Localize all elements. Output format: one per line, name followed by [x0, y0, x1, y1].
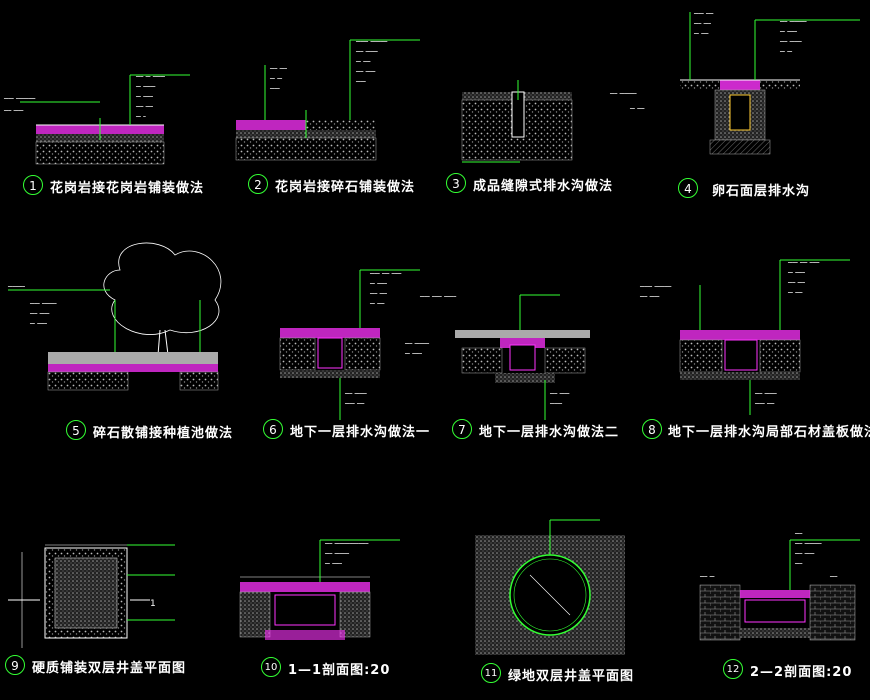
svg-text:━━━━ ━━━ ━━━━: ━━━━ ━━━ ━━━━	[787, 260, 820, 265]
svg-text:━━━━ ━━━━━━━━: ━━━━ ━━━━━━━━	[3, 96, 36, 101]
svg-text:━━━━ ━━━: ━━━━ ━━━	[754, 401, 775, 406]
detail-title-2: 花岗岩接碎石铺装做法	[275, 180, 416, 195]
detail-title-10: 1—1剖面图:20	[288, 663, 391, 678]
svg-text:━━━ ━━ ━━━━━: ━━━ ━━ ━━━━━	[135, 74, 165, 79]
detail-number-10: 10	[261, 657, 281, 677]
detail-7-section: ━━━━ ━━━━ ━━━━━ ━━━ ━━━━━━ ━━ ━━━━ ━━━ ━━━…	[404, 294, 590, 420]
svg-text:━━ ━━━━: ━━ ━━━━	[29, 321, 47, 326]
svg-text:━━━ ━━━━: ━━━ ━━━━	[794, 551, 815, 556]
svg-text:━━━ ━━━━━━: ━━━ ━━━━━━	[404, 341, 430, 346]
svg-text:━━━━ ━━━━━━: ━━━━ ━━━━━━	[29, 301, 57, 306]
svg-text:━━━ ━━: ━━━ ━━	[699, 574, 715, 579]
svg-text:━━ ━━━: ━━ ━━━	[629, 106, 645, 111]
detail-number-9: 9	[5, 655, 25, 675]
svg-text:━━━ ━━━━━: ━━━ ━━━━━	[344, 391, 367, 396]
svg-text:━━━━━ ━━━━━━━: ━━━━━ ━━━━━━━	[355, 39, 388, 44]
detail-6-section: ━━━━ ━━━ ━━━━━━ ━━━━ ━━━ ━━━━━ ━━━ ━━━ ━…	[279, 269, 420, 420]
detail-5-section: ━━━━━━━ ━━━━ ━━━━━━ ━━━ ━━━━ ━━ ━━━━	[7, 242, 222, 391]
detail-9-plan: 1	[8, 544, 175, 648]
detail-4-section: ━━━ ━━━━━━━━━ ━━━━ ━━━ ━━━━━━━ ━━ ━━━━ ━…	[609, 11, 860, 155]
svg-text:━━━ ━━━━━━━: ━━━ ━━━━━━━	[609, 91, 637, 96]
svg-text:━━ ━━━━: ━━ ━━━━	[135, 94, 153, 99]
svg-text:━━━ ━━━━━━━: ━━━ ━━━━━━━	[794, 541, 822, 546]
svg-text:━━━━━ ━━━━━━━: ━━━━━ ━━━━━━━	[639, 284, 672, 289]
svg-text:━━━ ━━━: ━━━ ━━━	[693, 21, 711, 26]
detail-number-3: 3	[446, 173, 466, 193]
detail-number-8: 8	[642, 419, 662, 439]
svg-text:━━━ ━━━━━━━━━━━━━━: ━━━ ━━━━━━━━━━━━━━	[324, 541, 369, 546]
svg-text:━━━ ━━━━━: ━━━ ━━━━━	[754, 391, 777, 396]
detail-10-section: ━━━ ━━━━━━━━━━━━━━ ━━━ ━━━━━━ ━━ ━━━━	[239, 539, 400, 640]
detail-11-plan	[475, 519, 625, 655]
detail-title-11: 绿地双层井盖平面图	[508, 669, 635, 684]
svg-text:━━━━ ━━━: ━━━━ ━━━	[344, 401, 365, 406]
detail-title-9: 硬质铺装双层井盖平面图	[32, 661, 187, 676]
detail-title-3: 成品缝隙式排水沟做法	[473, 179, 614, 194]
detail-number-5: 5	[66, 420, 86, 440]
svg-text:━━ ━━━━: ━━ ━━━━	[324, 561, 342, 566]
detail-3-section	[461, 80, 573, 163]
svg-text:━━━ ━━━━: ━━━ ━━━━	[355, 69, 376, 74]
svg-text:━━ ━━━: ━━ ━━━	[369, 301, 385, 306]
svg-text:━━━ ━━━: ━━━ ━━━	[787, 280, 805, 285]
detail-title-1: 花岗岩接花岗岩铺装做法	[50, 181, 205, 196]
detail-number-2: 2	[248, 174, 268, 194]
svg-text:━━━━ ━━━━ ━━━━━: ━━━━ ━━━━ ━━━━━	[419, 294, 457, 299]
detail-number-6: 6	[263, 419, 283, 439]
detail-1-section: ━━━ ━━ ━━━━━━━ ━━━━━ ━━ ━━━━━━━ ━━━━━ ━ …	[3, 74, 190, 165]
detail-title-4: 卵石面层排水沟	[712, 184, 811, 199]
svg-text:━━ ━━━━: ━━ ━━━━	[369, 281, 387, 286]
svg-text:━━ ━━━━: ━━ ━━━━	[787, 270, 805, 275]
svg-text:━━━ ━━━━: ━━━ ━━━━	[639, 294, 660, 299]
detail-title-7: 地下一层排水沟做法二	[479, 425, 620, 440]
svg-text:━━━: ━━━	[794, 561, 803, 566]
svg-text:━━━: ━━━	[794, 531, 803, 536]
detail-12-section: ━━━━━━ ━━━━━━━ ━━━ ━━━━━━━ ━━━ ━━━━━	[699, 531, 860, 641]
svg-text:━━━ ━━━━: ━━━ ━━━━	[3, 108, 24, 113]
svg-text:━━ ━━: ━━ ━━	[269, 76, 283, 81]
detail-number-4: 4	[678, 178, 698, 198]
svg-text:━━ ━━━━━: ━━ ━━━━━	[135, 84, 156, 89]
svg-text:━━ ━━━━: ━━ ━━━━	[404, 351, 422, 356]
detail-number-11: 11	[481, 663, 501, 683]
svg-text:━━━━━━━: ━━━━━━━	[7, 284, 25, 289]
svg-text:━━━ ━━━: ━━━ ━━━	[269, 66, 287, 71]
svg-text:━━━ ━━━━: ━━━ ━━━━	[549, 391, 570, 396]
detail-8-section: ━━━━ ━━━ ━━━━━━ ━━━━ ━━━ ━━━━━ ━━━ ━━━━━…	[639, 259, 850, 415]
svg-text:━━ ━━: ━━ ━━	[779, 49, 793, 54]
svg-text:━━━━: ━━━━	[355, 79, 366, 84]
svg-text:━━ ━: ━━ ━	[135, 114, 146, 119]
svg-text:━━━━: ━━━━	[269, 86, 280, 91]
svg-text:━━━ ━━━: ━━━ ━━━	[135, 104, 153, 109]
svg-text:━━━━━: ━━━━━	[549, 401, 563, 406]
detail-2-section: ━━━━━ ━━━━━━━━━━ ━━━━━ ━━ ━━━━━━ ━━━━━━━…	[235, 39, 420, 161]
detail-title-5: 碎石散铺接种植池做法	[93, 426, 234, 441]
svg-text:━━━ ━━━━━━: ━━━ ━━━━━━	[324, 551, 350, 556]
detail-number-7: 7	[452, 419, 472, 439]
detail-title-8: 地下一层排水沟局部石材盖板做法	[668, 425, 870, 440]
detail-title-6: 地下一层排水沟做法一	[290, 425, 431, 440]
svg-text:━━━: ━━━	[829, 574, 838, 579]
svg-text:━━━ ━━━: ━━━ ━━━	[369, 291, 387, 296]
svg-text:━━━ ━━━━━: ━━━ ━━━━━	[779, 39, 802, 44]
section-cut-mark: 1	[150, 599, 156, 609]
svg-text:━━━ ━━━━━━━: ━━━ ━━━━━━━	[779, 19, 807, 24]
svg-text:━━ ━━━━: ━━ ━━━━	[779, 29, 797, 34]
svg-text:━━ ━━━: ━━ ━━━	[693, 31, 709, 36]
detail-number-1: 1	[23, 175, 43, 195]
detail-number-12: 12	[723, 659, 743, 679]
svg-text:━━━━ ━━━: ━━━━ ━━━	[693, 11, 714, 16]
detail-title-12: 2—2剖面图:20	[750, 665, 853, 680]
svg-text:━━ ━━━: ━━ ━━━	[355, 59, 371, 64]
svg-text:━━ ━━━: ━━ ━━━	[787, 290, 803, 295]
svg-text:━━━━ ━━━ ━━━━: ━━━━ ━━━ ━━━━	[369, 271, 402, 276]
svg-text:━━━ ━━━━━: ━━━ ━━━━━	[355, 49, 378, 54]
svg-text:━━━ ━━━━: ━━━ ━━━━	[29, 311, 50, 316]
